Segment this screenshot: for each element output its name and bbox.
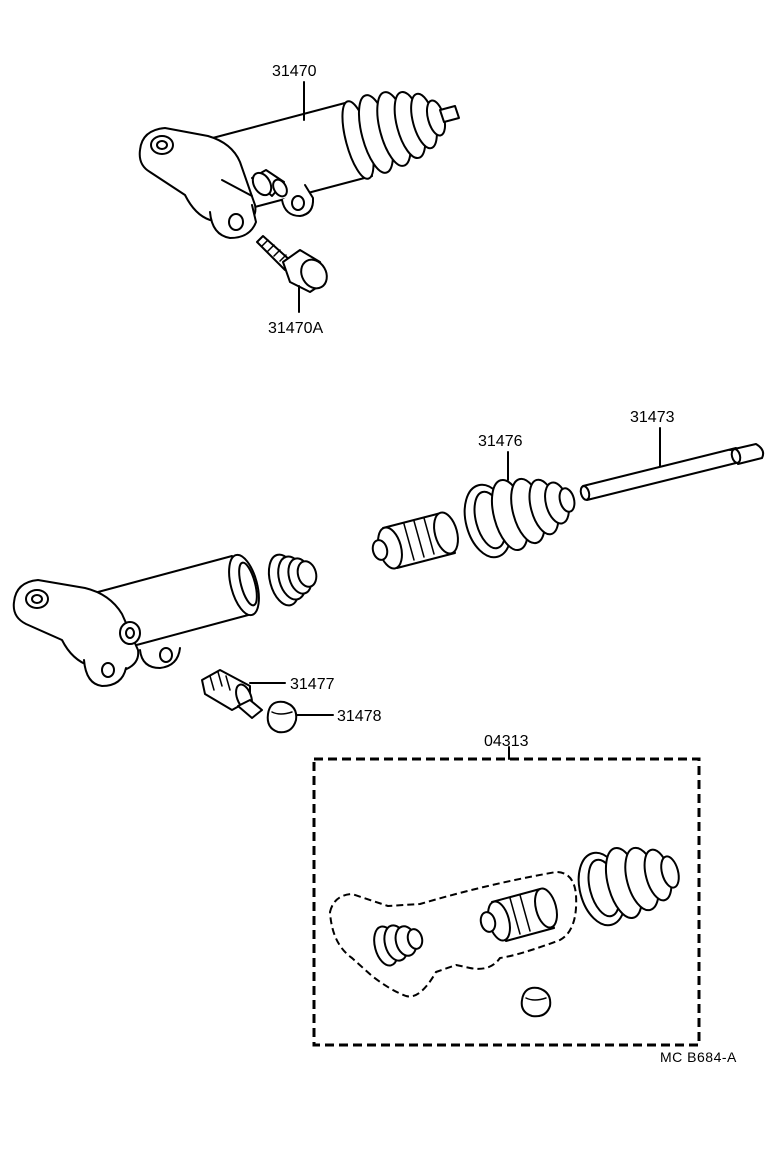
- cylinder-body-icon: [12, 553, 260, 687]
- label-bleeder-cap: 31478: [337, 708, 382, 725]
- bleeder-plug-icon: [201, 669, 263, 719]
- repair-kit-icon: [312, 757, 701, 1047]
- spring-icon: [267, 553, 318, 607]
- push-rod-icon: [579, 443, 765, 501]
- label-bleeder-bolt: 31470A: [268, 320, 323, 337]
- piston-icon: [371, 511, 459, 570]
- boot-icon: [463, 477, 576, 559]
- label-bleeder-plug: 31477: [290, 676, 335, 693]
- label-repair-kit: 04313: [484, 733, 529, 750]
- label-assembly: 31470: [272, 63, 317, 80]
- bleeder-bolt-icon: [256, 235, 328, 293]
- slave-cylinder-assembly-icon: [138, 90, 460, 239]
- label-push-rod: 31473: [630, 409, 675, 426]
- label-boot: 31476: [478, 433, 523, 450]
- bleeder-cap-icon: [266, 700, 298, 734]
- diagram-code: MC B684-A: [660, 1049, 737, 1065]
- leader-lines: [249, 81, 661, 760]
